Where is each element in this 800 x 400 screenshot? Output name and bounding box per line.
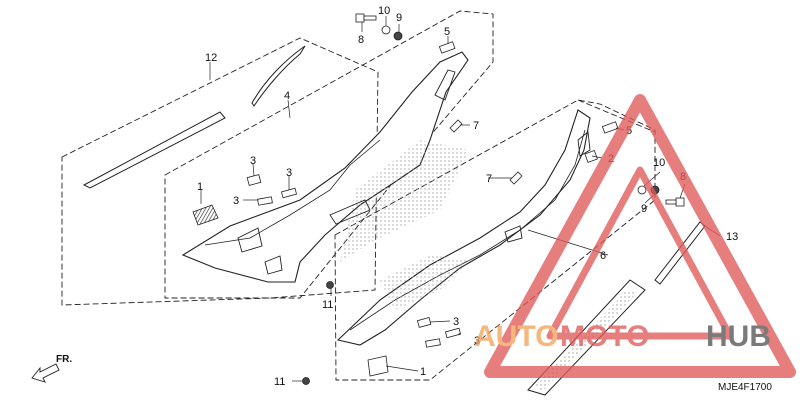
watermark-text-hub: HUB — [706, 320, 771, 353]
callout-7-upper: 7 — [473, 120, 479, 132]
part-8-bolt-right — [665, 197, 685, 207]
callout-10-right: 10 — [653, 157, 665, 169]
frame-right-upper — [577, 99, 656, 133]
callout-3-left-c: 3 — [233, 195, 239, 207]
frame-right-cover — [334, 99, 656, 381]
callout-5-top: 5 — [444, 26, 450, 38]
watermark-triangle — [484, 94, 796, 378]
callout-7-lower: 7 — [486, 173, 492, 185]
frame-left-panel — [61, 37, 379, 306]
watermark-text-moto: MOTO — [560, 320, 649, 353]
part-10-washer-top — [381, 25, 391, 35]
callout-1-left: 1 — [197, 181, 203, 193]
front-marker: FR. — [31, 354, 72, 383]
part-9-nut-top — [393, 31, 403, 41]
part-5-grommets — [438, 41, 619, 134]
frame-left-cover — [164, 10, 494, 299]
part-10-washer-right — [637, 185, 647, 195]
group-frames — [61, 10, 656, 381]
part-12-emblem-strip — [82, 45, 306, 189]
callout-9-top: 9 — [396, 12, 402, 24]
watermark: AUTO MOTO HUB — [474, 94, 796, 378]
part-1-pad — [192, 204, 389, 377]
part-2-clip — [584, 150, 598, 163]
callout-13: 13 — [726, 231, 738, 243]
part-8-bolt-top — [355, 13, 377, 23]
callout-4: 4 — [284, 90, 290, 102]
callout-8-top: 8 — [358, 34, 364, 46]
part-3-cushions — [246, 174, 462, 348]
callout-3-left-a: 3 — [250, 155, 256, 167]
diagram-code: MJE4F1700 — [718, 382, 772, 393]
part-11-nuts — [302, 281, 334, 385]
part-4-left-side-cover — [181, 51, 470, 283]
watermark-triangle-inner — [546, 166, 734, 340]
callout-3-right-b: 3 — [474, 335, 480, 347]
callout-3-left-b: 3 — [286, 167, 292, 179]
callout-12: 12 — [205, 52, 217, 64]
callout-9-right: 9 — [641, 203, 647, 215]
callout-3-right-a: 3 — [453, 316, 459, 328]
front-marker-label: FR. — [56, 354, 72, 365]
callout-1-right: 1 — [420, 366, 426, 378]
part-7-screws — [449, 119, 523, 185]
callout-10-top: 10 — [378, 5, 390, 17]
callout-11-mid: 11 — [322, 299, 333, 311]
part-6-right-side-cover — [336, 109, 591, 346]
watermark-text-auto: AUTO — [474, 320, 558, 353]
callout-6: 6 — [600, 250, 606, 262]
callout-11-bottom: 11 — [274, 376, 285, 388]
